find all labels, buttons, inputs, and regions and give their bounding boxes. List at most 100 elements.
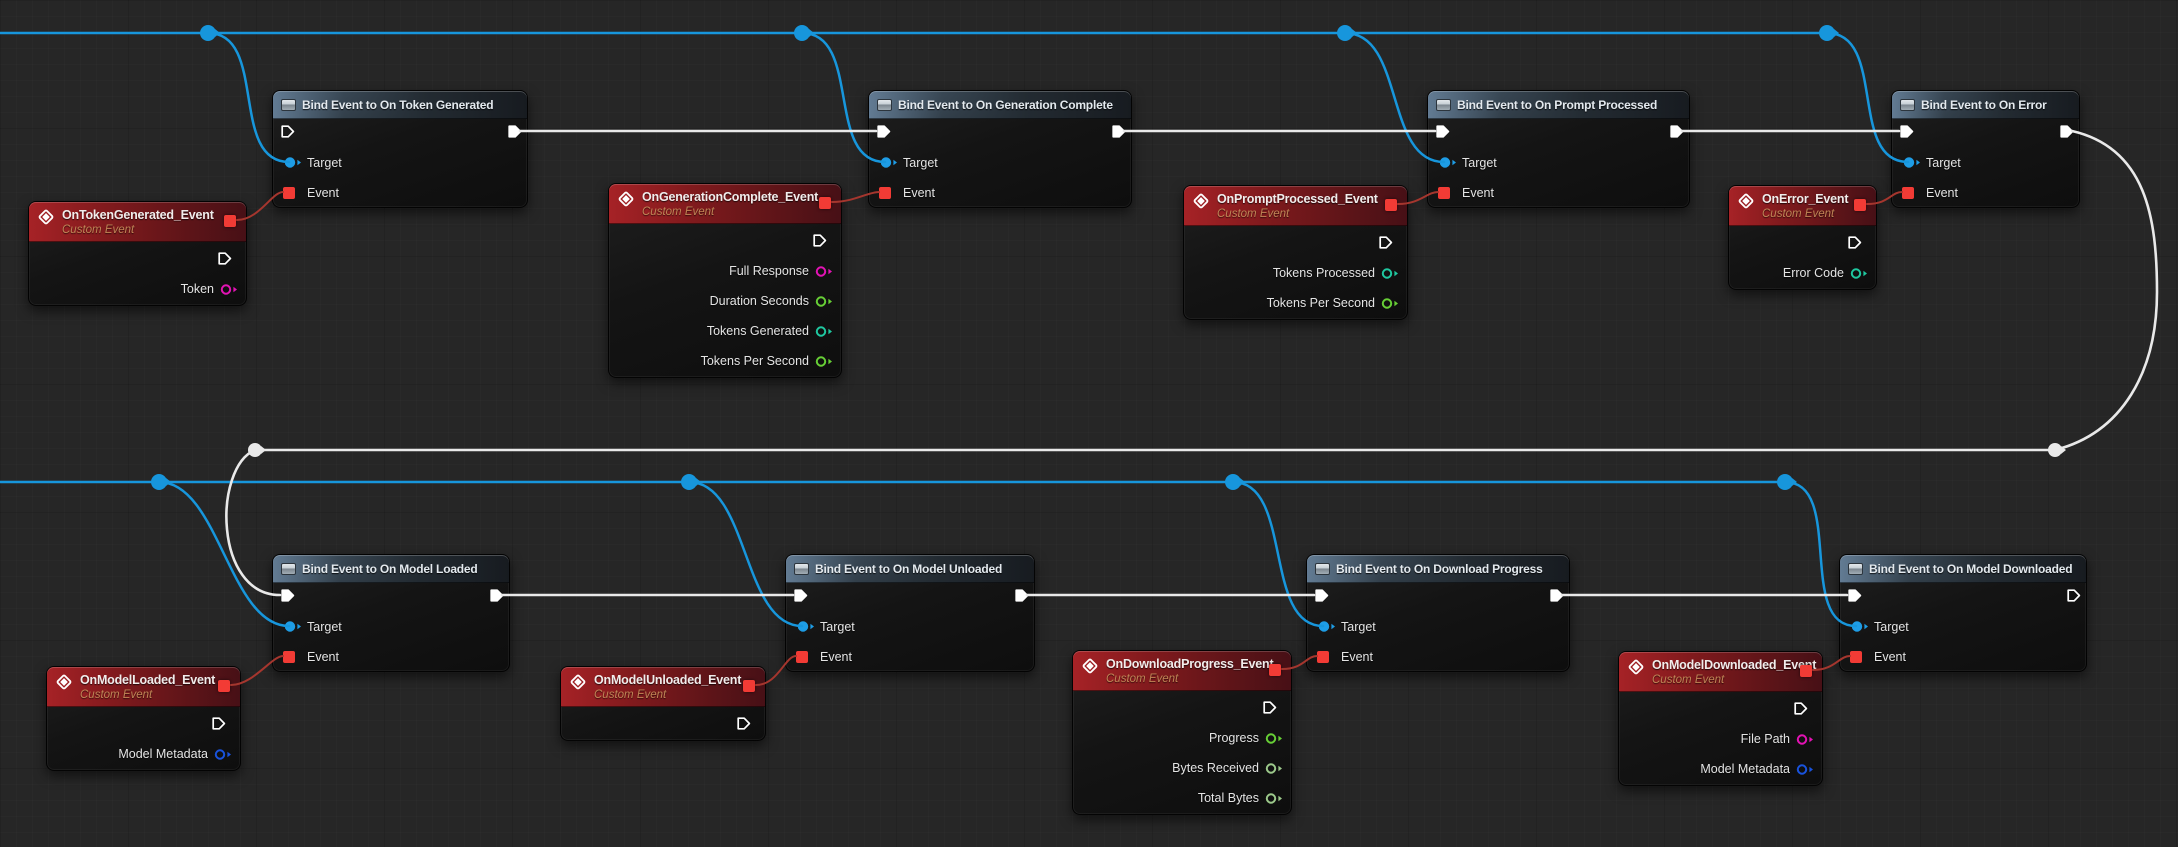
exec-out-pin[interactable] (1847, 235, 1862, 250)
bind-node-header[interactable]: Bind Event to On Token Generated (273, 91, 527, 119)
exec-out-pin[interactable] (1111, 124, 1126, 139)
exec-in-pin[interactable] (1899, 124, 1914, 139)
exec-in-pin[interactable] (876, 124, 891, 139)
event-delegate-pin[interactable] (1317, 651, 1329, 663)
target-pin[interactable] (797, 620, 815, 633)
bind-node-header[interactable]: Bind Event to On Model Downloaded (1840, 555, 2086, 583)
node-subtitle: Custom Event (1762, 208, 1835, 220)
exec-out-pin[interactable] (507, 124, 522, 139)
delegate-out-pin[interactable] (1385, 199, 1397, 211)
target-pin[interactable] (284, 156, 302, 169)
event-delegate-pin[interactable] (879, 187, 891, 199)
event-pin-label: Event (903, 186, 935, 200)
target-pin[interactable] (1851, 620, 1869, 633)
output-data-pin[interactable] (1381, 297, 1399, 310)
target-pin[interactable] (1318, 620, 1336, 633)
exec-out-pin[interactable] (1014, 588, 1029, 603)
event-delegate-pin[interactable] (1850, 651, 1862, 663)
exec-out-pin[interactable] (211, 716, 226, 731)
output-data-pin[interactable] (815, 325, 833, 338)
delegate-out-pin[interactable] (819, 197, 831, 209)
delegate-out-pin[interactable] (224, 215, 236, 227)
delegate-out-pin[interactable] (1269, 664, 1281, 676)
delegate-out-pin[interactable] (1854, 199, 1866, 211)
target-pin[interactable] (284, 620, 302, 633)
event-delegate-pin[interactable] (1902, 187, 1914, 199)
target-pin[interactable] (1439, 156, 1457, 169)
exec-out-pin[interactable] (1669, 124, 1684, 139)
exec-in-pin[interactable] (1435, 124, 1450, 139)
output-data-pin[interactable] (1796, 763, 1814, 776)
output-data-pin[interactable] (1850, 267, 1868, 280)
output-data-pin[interactable] (220, 283, 238, 296)
bind-node-header[interactable]: Bind Event to On Model Unloaded (786, 555, 1034, 583)
target-pin[interactable] (1903, 156, 1921, 169)
bind-node-header[interactable]: Bind Event to On Model Loaded (273, 555, 509, 583)
exec-out-pin[interactable] (1262, 700, 1277, 715)
target-pin[interactable] (880, 156, 898, 169)
output-data-pin[interactable] (815, 355, 833, 368)
exec-out-pin[interactable] (489, 588, 504, 603)
exec-out-pin[interactable] (217, 251, 232, 266)
bind-node-header[interactable]: Bind Event to On Download Progress (1307, 555, 1569, 583)
exec-out-pin[interactable] (1378, 235, 1393, 250)
event-delegate-pin[interactable] (283, 187, 295, 199)
output-data-pin[interactable] (1265, 732, 1283, 745)
exec-out-pin[interactable] (2066, 588, 2081, 603)
output-data-pin[interactable] (214, 748, 232, 761)
node-title: OnPromptProcessed_Event (1217, 192, 1378, 206)
bind-node-header[interactable]: Bind Event to On Error (1892, 91, 2079, 119)
exec-in-pin[interactable] (1314, 588, 1329, 603)
output-data-pin[interactable] (1381, 267, 1399, 280)
delegate-out-pin[interactable] (743, 680, 755, 692)
bind-node-header[interactable]: Bind Event to On Prompt Processed (1428, 91, 1689, 119)
event-delegate-pin[interactable] (796, 651, 808, 663)
delegate-out-pin[interactable] (218, 680, 230, 692)
exec-in-pin[interactable] (280, 124, 295, 139)
output-data-pin[interactable] (1796, 733, 1814, 746)
exec-out-pin[interactable] (1793, 701, 1808, 716)
delegate-out-pin[interactable] (1800, 665, 1812, 677)
exec-out-pin[interactable] (2059, 124, 2074, 139)
output-data-pin[interactable] (815, 295, 833, 308)
event-delegate-pin[interactable] (1438, 187, 1450, 199)
node-subtitle: Custom Event (594, 689, 667, 701)
output-data-pin[interactable] (1265, 762, 1283, 775)
bind-event-icon (1315, 563, 1330, 575)
exec-in-pin[interactable] (280, 588, 295, 603)
exec-in-pin[interactable] (1847, 588, 1862, 603)
exec-in-pin[interactable] (793, 588, 808, 603)
output-data-pin[interactable] (1265, 792, 1283, 805)
output-data-pin[interactable] (815, 265, 833, 278)
event-delegate-pin[interactable] (283, 651, 295, 663)
exec-out-pin[interactable] (812, 233, 827, 248)
exec-out-pin[interactable] (736, 716, 751, 731)
bind-node-header[interactable]: Bind Event to On Generation Complete (869, 91, 1131, 119)
exec-out-pin[interactable] (1549, 588, 1564, 603)
